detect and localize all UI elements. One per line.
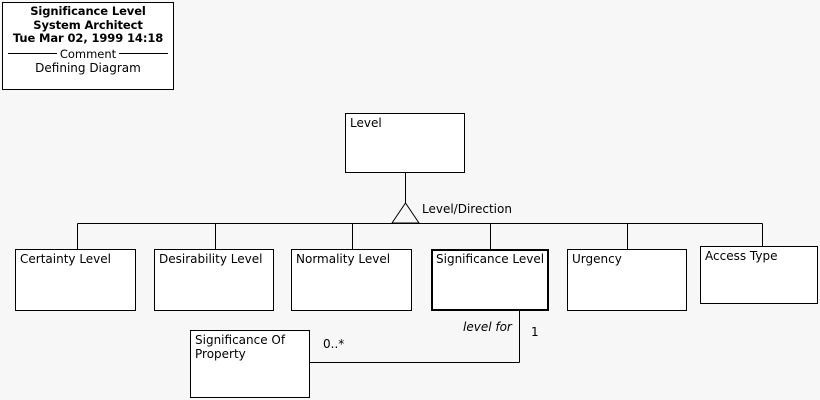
class-name-significance-of-property: Significance Of Property — [195, 333, 286, 361]
divider-rule-left — [8, 53, 57, 54]
diagram-name: Significance Level — [30, 4, 146, 18]
class-name-urgency: Urgency — [572, 252, 622, 266]
class-name-desirability-level: Desirability Level — [159, 252, 263, 266]
diagram-comment: Defining Diagram — [35, 60, 141, 75]
diagram-timestamp: Tue Mar 02, 1999 14:18 — [12, 31, 164, 45]
diagram-tool: System Architect — [33, 17, 143, 32]
class-box-significance-level[interactable]: Significance Level — [431, 249, 549, 311]
class-box-normality-level[interactable]: Normality Level — [291, 249, 412, 311]
class-box-certainty-level[interactable]: Certainty Level — [15, 249, 136, 311]
comment-divider: Comment — [8, 48, 168, 60]
class-name-certainty-level: Certainty Level — [20, 252, 111, 266]
multiplicity-target: 1 — [531, 325, 539, 339]
class-name-access-type: Access Type — [705, 249, 778, 263]
class-box-urgency[interactable]: Urgency — [567, 249, 687, 311]
generalization-label: Level/Direction — [422, 202, 512, 216]
association-role-label: level for — [463, 320, 512, 334]
class-box-desirability-level[interactable]: Desirability Level — [154, 249, 274, 311]
comment-divider-label: Comment — [59, 46, 117, 61]
class-name-normality-level: Normality Level — [296, 252, 391, 266]
class-box-level[interactable]: Level — [345, 113, 465, 173]
class-name-significance-level: Significance Level — [436, 252, 545, 266]
generalization-triangle — [391, 202, 420, 224]
divider-rule-right — [119, 53, 168, 54]
class-name-level: Level — [350, 116, 382, 130]
diagram-title-block: Significance Level System Architect Tue … — [2, 2, 174, 90]
class-box-significance-of-property[interactable]: Significance Of Property — [190, 330, 310, 398]
class-box-access-type[interactable]: Access Type — [700, 246, 818, 304]
multiplicity-source: 0..* — [323, 337, 345, 351]
